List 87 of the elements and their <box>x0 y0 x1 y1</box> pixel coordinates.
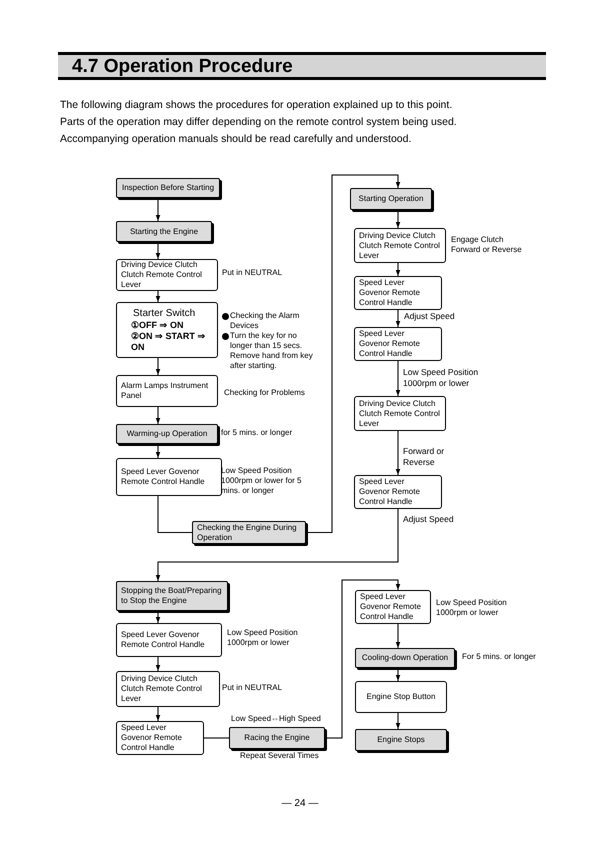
note-text: Engage Clutch Forward or Reverse <box>451 235 523 255</box>
process-box <box>354 276 442 310</box>
process-box <box>354 475 442 509</box>
title: 4.7 Operation Procedure <box>72 56 293 76</box>
box-text: Engine Stops <box>377 735 425 745</box>
step-box <box>116 178 220 198</box>
box-text: Engine Stop Button <box>366 692 436 702</box>
intro-text: Parts of the operation may differ depending on the remote control system being used. <box>60 115 458 129</box>
note-text: Put in NEUTRAL <box>222 683 282 693</box>
box-text: Inspection Before Starting <box>122 183 214 193</box>
process-box <box>354 228 446 263</box>
process-box <box>116 671 220 707</box>
step-box <box>192 521 306 544</box>
box-text: Driving Device Clutch Clutch Remote Control Lever <box>359 398 441 428</box>
note-text: Repeat Several Times <box>240 751 319 761</box>
step-box <box>355 648 455 668</box>
process-box <box>116 721 204 755</box>
arrow <box>396 624 400 648</box>
intro-text: The following diagram shows the procedures for operation explained up to this point. <box>60 98 454 112</box>
box-text: Stopping the Boat/Preparing to Stop the Engine <box>121 586 223 606</box>
box-text: Starting Operation <box>358 194 424 204</box>
box-text: Speed Lever Govenor Remote Control Handle <box>121 630 206 650</box>
step-box <box>116 581 228 611</box>
box-text: Driving Device Clutch <box>121 260 198 270</box>
box-text: Starting the Engine <box>130 226 198 236</box>
process-box <box>116 623 222 657</box>
box-text: Racing the Engine <box>244 733 310 743</box>
box-text: Checking the Engine During Operation <box>197 522 298 542</box>
arrow <box>396 210 400 228</box>
box-text: Clutch Remote Control Lever <box>121 270 203 290</box>
process-box <box>354 396 446 431</box>
arrow <box>156 290 160 302</box>
box-text: Speed Lever Govenor Remote Control Handle <box>359 477 421 507</box>
box-text: ②ON ⇒ START ⇒ ON <box>130 331 206 353</box>
process-box <box>355 590 431 624</box>
box-text: ①OFF ⇒ ON <box>130 320 184 331</box>
note-text: Checking for Problems <box>224 388 305 398</box>
note-text: Put in NEUTRAL <box>222 268 282 278</box>
process-box <box>116 302 218 358</box>
step-box <box>116 221 212 242</box>
arrow <box>156 242 160 260</box>
box-text: Starter Switch <box>132 307 196 320</box>
step-box <box>350 188 432 210</box>
process-box <box>116 458 222 496</box>
note-text: for 5 mins. or longer <box>221 428 292 438</box>
process-box <box>116 375 218 407</box>
box-text: Speed Lever Govenor Remote Control Handle <box>359 329 421 359</box>
arrow <box>324 580 400 738</box>
step-box <box>116 424 218 444</box>
note-text: Low Speed Position 1000rpm or lower <box>227 628 299 648</box>
arrow <box>156 706 160 722</box>
box-text: Cooling-down Operation <box>362 653 448 663</box>
arrow <box>156 198 160 222</box>
arrow <box>306 174 400 533</box>
process-box <box>355 681 447 713</box>
box-text: Alarm Lamps Instrument Panel <box>121 381 210 401</box>
note-text: Low Speed⇔High Speed <box>231 714 321 724</box>
arrow <box>396 712 400 730</box>
box-text: Speed Lever Govenor Remote Control Handle <box>359 278 421 308</box>
arrow <box>396 430 400 476</box>
note-text: Turn the key for no longer than 15 secs. Remove hand from key after starting. <box>230 331 314 371</box>
box-text: Speed Lever Govenor Remote Control Handle <box>121 723 183 753</box>
arrow <box>156 656 160 672</box>
arrow <box>156 508 398 582</box>
arrow <box>156 444 160 458</box>
box-text: Driving Device Clutch Clutch Remote Control Lever <box>359 230 441 260</box>
note-text: For 5 mins. or longer <box>462 652 536 662</box>
edge-label: Low Speed Position 1000rpm or lower <box>403 367 479 389</box>
page-number: — 24 — <box>280 797 320 811</box>
arrow <box>396 310 400 328</box>
note-text: Low Speed Position 1000rpm or lower <box>436 598 508 618</box>
box-text: Driving Device Clutch Clutch Remote Control Lever <box>121 674 203 704</box>
step-box <box>355 729 447 751</box>
box-text: Speed Lever Govenor Remote Control Handle <box>360 592 422 622</box>
box-text: Speed Lever Govenor Remote Control Handle <box>121 467 206 487</box>
arrow <box>396 360 400 396</box>
box-text: Warming-up Operation <box>126 429 208 439</box>
intro-text: Accompanying operation manuals should be read carefully and understood. <box>60 132 412 146</box>
arrow <box>156 358 160 376</box>
arrow <box>396 668 400 682</box>
arrow <box>396 262 400 276</box>
step-box <box>229 727 325 749</box>
process-box <box>116 259 218 291</box>
process-box <box>354 327 442 361</box>
arrow <box>156 406 160 424</box>
connector-line <box>158 496 192 533</box>
note-text: Checking the Alarm Devices <box>230 311 300 331</box>
